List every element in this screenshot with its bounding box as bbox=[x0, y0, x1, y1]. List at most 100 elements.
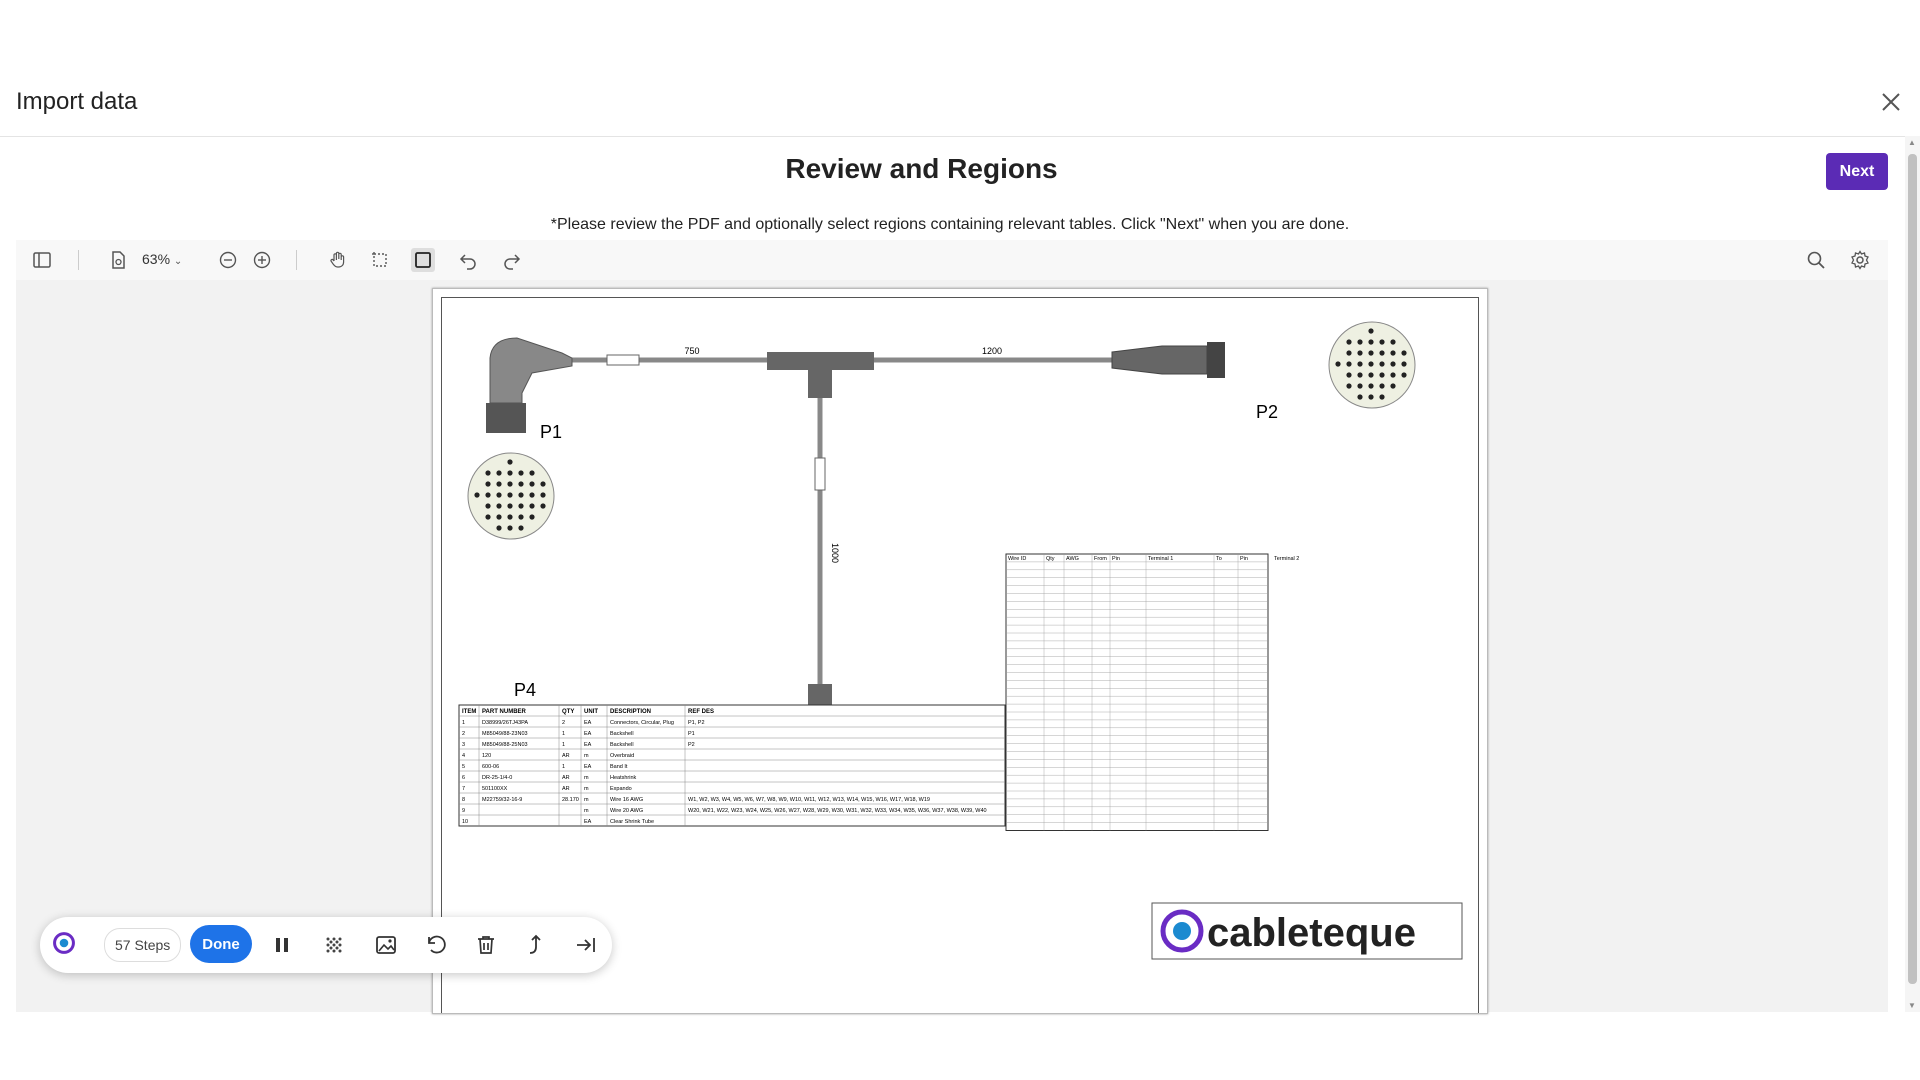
logo-box bbox=[1151, 902, 1463, 960]
bom-cell: Connectors, Circular, Plug bbox=[610, 720, 674, 726]
pdf-viewer: 63% ⌄ bbox=[16, 240, 1888, 1014]
wire-header-cell: Terminal 2 bbox=[1274, 556, 1299, 562]
bom-cell: Wire 16 AWG bbox=[610, 797, 643, 803]
next-button[interactable]: Next bbox=[1826, 153, 1888, 190]
bom-cell: m bbox=[584, 808, 589, 814]
scrollbar[interactable]: ▲ ▼ bbox=[1905, 136, 1920, 1012]
zoom-level-select[interactable]: 63% ⌄ bbox=[142, 251, 182, 267]
steps-count[interactable]: 57 Steps bbox=[104, 928, 182, 962]
pin-dot bbox=[529, 481, 535, 487]
pin-dot bbox=[1368, 350, 1374, 356]
gear-icon[interactable] bbox=[1848, 248, 1872, 272]
bom-cell: 1 bbox=[562, 731, 565, 737]
connector-label-p1: P1 bbox=[540, 422, 562, 442]
pin-dot bbox=[507, 525, 513, 531]
pin-dot bbox=[1368, 339, 1374, 345]
t-junction-top bbox=[767, 352, 874, 398]
close-icon[interactable] bbox=[1877, 88, 1905, 116]
bom-cell: DR-25-1/4-0 bbox=[482, 775, 512, 781]
pin-dot bbox=[529, 514, 535, 520]
p2-pin-face bbox=[1328, 321, 1416, 409]
wire-header-cell: Pin bbox=[1240, 556, 1248, 562]
dimension-label: 1000 bbox=[830, 543, 840, 563]
modal-title: Import data bbox=[16, 88, 138, 115]
pin-dot bbox=[1368, 328, 1374, 334]
pin-dot bbox=[485, 514, 491, 520]
pin-dot bbox=[1379, 339, 1385, 345]
bom-cell: P2 bbox=[688, 742, 695, 748]
pin-dot bbox=[507, 459, 513, 465]
bom-cell: 28.170 bbox=[562, 797, 579, 803]
pin-dot bbox=[474, 492, 480, 498]
image-icon[interactable] bbox=[374, 933, 398, 957]
connector-label-p4: P4 bbox=[514, 680, 536, 700]
skip-to-end-icon[interactable] bbox=[574, 933, 598, 957]
pin-dot bbox=[1379, 372, 1385, 378]
undo-step-icon[interactable] bbox=[424, 933, 448, 957]
pin-dot bbox=[1346, 383, 1352, 389]
bom-cell: P1 bbox=[688, 731, 695, 737]
bom-cell: P1, P2 bbox=[688, 720, 705, 726]
wire-header-cell: Pin bbox=[1112, 556, 1120, 562]
bom-cell: 2 bbox=[562, 720, 565, 726]
wire-header-cell: Qty bbox=[1046, 556, 1055, 562]
pin-dot bbox=[1368, 394, 1374, 400]
blur-icon[interactable] bbox=[322, 933, 346, 957]
pan-hand-icon[interactable] bbox=[326, 248, 350, 272]
pin-dot bbox=[1390, 383, 1396, 389]
bom-cell: m bbox=[584, 797, 589, 803]
bom-cell: AR bbox=[562, 786, 570, 792]
move-up-icon[interactable] bbox=[524, 933, 548, 957]
bom-cell: 8 bbox=[462, 797, 465, 803]
pin-dot bbox=[496, 470, 502, 476]
app-logo-icon[interactable] bbox=[52, 931, 80, 959]
bom-cell: M22759/32-16-9 bbox=[482, 797, 522, 803]
bom-cell: 5 bbox=[462, 764, 465, 770]
zoom-out-icon[interactable] bbox=[216, 248, 240, 272]
pin-dot bbox=[1368, 372, 1374, 378]
trash-icon[interactable] bbox=[474, 933, 498, 957]
bom-cell: EA bbox=[584, 742, 592, 748]
marquee-select-icon[interactable] bbox=[368, 248, 392, 272]
pin-dot bbox=[496, 514, 502, 520]
pin-dot bbox=[529, 470, 535, 476]
bom-cell: 4 bbox=[462, 753, 465, 759]
pin-dot bbox=[1346, 372, 1352, 378]
scroll-up-icon[interactable]: ▲ bbox=[1908, 138, 1916, 147]
toolbar-divider bbox=[296, 250, 297, 270]
bom-border bbox=[458, 704, 1006, 827]
bom-cell: 1 bbox=[462, 720, 465, 726]
pdf-page[interactable]: 750 1200 1000 350 180 P1 P2 P4 P3 bbox=[432, 288, 1488, 1014]
bom-cell: m bbox=[584, 753, 589, 759]
pin-dot bbox=[507, 492, 513, 498]
pdf-toolbar: 63% ⌄ bbox=[16, 240, 1888, 280]
page-view-icon[interactable] bbox=[106, 248, 130, 272]
scrollbar-thumb[interactable] bbox=[1908, 154, 1917, 984]
scroll-down-icon[interactable]: ▼ bbox=[1908, 1001, 1916, 1010]
pin-dot bbox=[1368, 383, 1374, 389]
sidebar-toggle-icon[interactable] bbox=[30, 248, 54, 272]
pin-dot bbox=[540, 503, 546, 509]
pin-dot bbox=[1357, 394, 1363, 400]
pause-icon[interactable] bbox=[270, 933, 294, 957]
p1-connector bbox=[489, 337, 573, 404]
rectangle-region-icon[interactable] bbox=[411, 248, 435, 272]
search-icon[interactable] bbox=[1804, 248, 1828, 272]
pin-dot bbox=[1390, 361, 1396, 367]
wire-header-cell: AWG bbox=[1066, 556, 1079, 562]
zoom-in-icon[interactable] bbox=[250, 248, 274, 272]
pin-dot bbox=[507, 514, 513, 520]
redo-icon[interactable] bbox=[500, 248, 524, 272]
bom-cell: M85049/88-23N03 bbox=[482, 731, 528, 737]
pin-dot bbox=[518, 503, 524, 509]
bom-cell: W20, W21, W22, W23, W24, W25, W26, W27, … bbox=[688, 808, 987, 814]
undo-icon[interactable] bbox=[456, 248, 480, 272]
bom-cell: m bbox=[584, 786, 589, 792]
wire-header-cell: Terminal 1 bbox=[1148, 556, 1173, 562]
pin-dot bbox=[518, 492, 524, 498]
pin-dot bbox=[485, 503, 491, 509]
bom-cell: EA bbox=[584, 731, 592, 737]
instructions-text: *Please review the PDF and optionally se… bbox=[550, 216, 1350, 233]
done-button[interactable]: Done bbox=[190, 925, 252, 963]
